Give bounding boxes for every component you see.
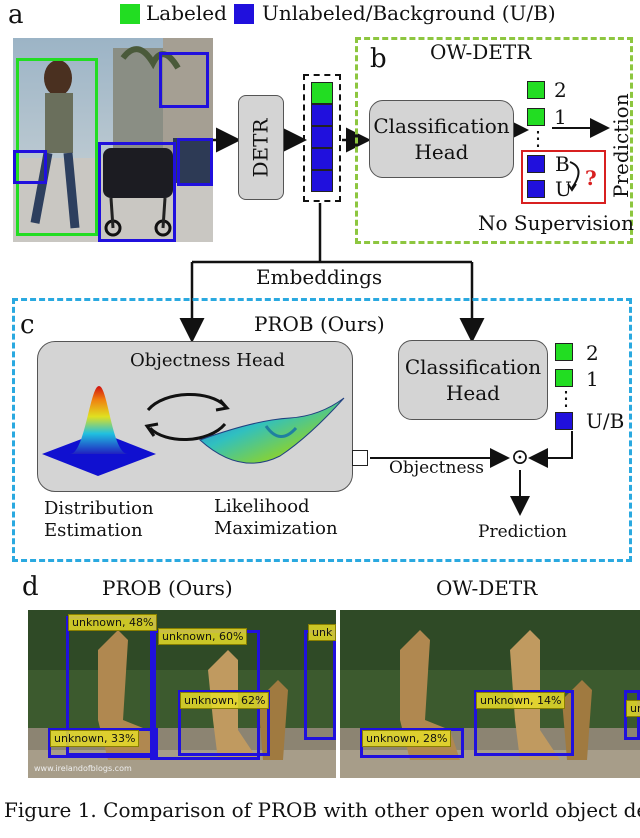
- prob-result-title: PROB (Ours): [102, 576, 233, 600]
- embeddings-column: [303, 74, 341, 202]
- embedding-labeled-cell: [311, 82, 333, 104]
- objectness-label: Objectness: [389, 458, 484, 478]
- legend-labeled-swatch: [120, 4, 140, 24]
- prob-prediction-label: Prediction: [478, 522, 567, 542]
- ow-detr-result-image: unknown, 14% unknown, 28% unk: [340, 610, 640, 778]
- ow-tag-14: unknown, 14%: [476, 692, 566, 709]
- figure-caption: Figure 1. Comparison of PROB with other …: [4, 798, 640, 822]
- likelihood-surface-icon: [199, 397, 345, 464]
- prob-result-image: unknown, 48% unknown, 60% unknown, 62% u…: [28, 610, 336, 778]
- prob-bbox-5: [304, 630, 336, 740]
- cycle-arrow-bottom: [148, 422, 227, 441]
- embedding-unlabeled-cell-2: [311, 126, 333, 148]
- distribution-estimation-label: Distribution Estimation: [44, 498, 154, 541]
- prob-tag-60: unknown, 60%: [158, 628, 248, 645]
- connector-arrows: [179, 117, 610, 516]
- ow-detr-title: OW-DETR: [430, 40, 532, 64]
- ow-tag-edge: unk: [626, 700, 640, 717]
- labeled-bbox-person: [16, 58, 98, 236]
- prob-tag-62: unknown, 62%: [180, 692, 270, 709]
- detr-block: [238, 95, 284, 200]
- prob-class-1-label: 1: [586, 367, 599, 391]
- ow-u-label: U: [555, 177, 572, 201]
- watermark: www.irelandofblogs.com: [34, 764, 132, 773]
- legend-unlabeled-swatch: [234, 4, 254, 24]
- prob-class-2-label: 2: [586, 341, 599, 365]
- legend-unlabeled-label: Unlabeled/Background (U/B): [262, 1, 556, 25]
- unlabeled-bbox-left: [13, 150, 47, 184]
- ow-bbox-1: [474, 690, 574, 756]
- ow-detr-panel: [355, 37, 633, 244]
- ow-question-mark: ?: [585, 166, 597, 190]
- objectness-visuals: [42, 386, 345, 476]
- cycle-arrow-top: [146, 393, 227, 412]
- ow-b-swatch: [527, 155, 545, 173]
- ow-bbox-2: [360, 728, 464, 758]
- prob-classification-head: Classification Head: [398, 340, 548, 420]
- legend-labeled-label: Labeled: [146, 1, 227, 25]
- ow-confusion-arrow: [567, 161, 580, 192]
- likelihood-maximization-label: Likelihood Maximization: [214, 496, 338, 539]
- detr-label: DETR: [249, 117, 274, 178]
- prob-ub-label: U/B: [586, 409, 625, 433]
- prob-title: PROB (Ours): [254, 312, 385, 336]
- prob-dots: ⋮: [556, 386, 576, 410]
- ow-detr-classification-head: Classification Head: [369, 100, 514, 178]
- ow-prediction-label: Prediction: [609, 93, 633, 198]
- unlabeled-bbox-top-right: [159, 52, 209, 108]
- prob-bbox-4: [48, 728, 158, 758]
- objectness-output-port: [352, 450, 368, 466]
- ow-class-1-label: 1: [554, 105, 567, 129]
- prob-bbox-3: [178, 690, 270, 756]
- embedding-unlabeled-cell-3: [311, 148, 333, 170]
- panel-letter-b: b: [370, 44, 387, 74]
- prob-tag-edge: unk: [308, 624, 336, 641]
- panel-letter-a: a: [8, 0, 24, 30]
- ow-class-1-swatch: [527, 108, 545, 126]
- objectness-head-label: Objectness Head: [130, 350, 285, 371]
- embedding-unlabeled-cell-4: [311, 170, 333, 192]
- ow-dots: ⋮: [528, 126, 548, 150]
- ow-ub-red-box: [521, 150, 606, 204]
- prob-tag-48: unknown, 48%: [68, 614, 158, 631]
- likelihood-surface-curve: [264, 425, 298, 438]
- street-photo: [13, 38, 213, 242]
- prob-ub-swatch: [555, 412, 573, 430]
- prob-class-1-swatch: [555, 369, 573, 387]
- cycle-arrow-top-head: [215, 399, 230, 412]
- gaussian-peak-icon: [70, 386, 128, 454]
- prob-class-2-swatch: [555, 343, 573, 361]
- panel-letter-d: d: [22, 572, 39, 602]
- ow-detr-result-title: OW-DETR: [436, 576, 538, 600]
- odot-operator: ⊙: [510, 445, 530, 470]
- prob-tag-33: unknown, 33%: [50, 730, 140, 747]
- detr-label-wrap: DETR: [238, 95, 284, 200]
- ow-u-swatch: [527, 180, 545, 198]
- ow-no-supervision: No Supervision: [478, 211, 634, 235]
- embeddings-label: Embeddings: [256, 265, 383, 289]
- ow-b-label: B: [555, 152, 570, 176]
- ow-tag-28: unknown, 28%: [362, 730, 452, 747]
- panel-letter-c: c: [20, 310, 35, 340]
- ow-class-2-swatch: [527, 81, 545, 99]
- unlabeled-bbox-car: [177, 138, 213, 186]
- embedding-unlabeled-cell-1: [311, 104, 333, 126]
- unlabeled-bbox-stroller: [98, 142, 176, 242]
- ow-class-2-label: 2: [554, 78, 567, 102]
- cycle-arrow-bottom-head: [144, 422, 159, 437]
- prob-panel: [12, 298, 632, 562]
